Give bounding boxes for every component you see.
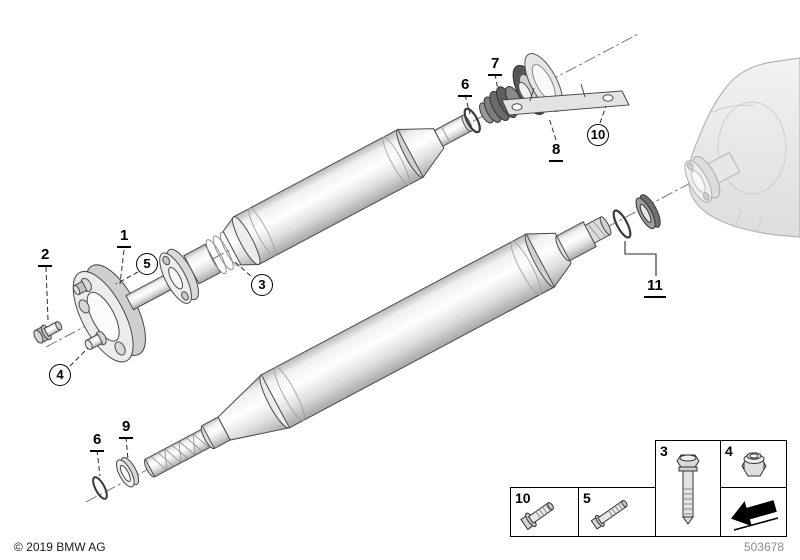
legend-cell-3[interactable]: 3 [655,440,721,537]
legend-cell-4[interactable]: 4 [720,440,787,488]
center-bearing-bracket [501,83,630,116]
callout-9[interactable]: 9 [119,418,134,439]
bearing-ring-differential [635,194,661,230]
legend-label-5: 5 [583,490,591,506]
callout-1[interactable]: 1 [117,227,132,248]
legend-label-4: 4 [725,443,733,459]
hex-bolt-icon [590,500,628,530]
legend-cell-5[interactable]: 5 [578,487,656,537]
legend-label-3: 3 [660,443,668,459]
rear-shaft-section [143,216,612,478]
hex-flange-bolt-icon [519,502,554,531]
copyright-text: © 2019 BMW AG [14,540,106,554]
callout-2[interactable]: 2 [38,246,53,267]
callout-8[interactable]: 8 [549,141,564,162]
callout-11-bracket [624,241,657,276]
legend-label-10: 10 [515,490,531,506]
callout-4[interactable]: 4 [49,364,71,386]
callout-7[interactable]: 7 [488,55,503,76]
callout-3[interactable]: 3 [251,274,273,296]
lock-ring-rear [92,476,108,500]
differential-input-flange [684,151,741,203]
installation-direction-arrow-icon [730,500,778,531]
hex-bolt-long-icon [676,454,700,525]
callout-10[interactable]: 10 [587,124,609,146]
flex-disc-bolt [33,321,63,344]
legend-cell-direction[interactable] [720,487,787,537]
fastener-legend: 10 5 [510,440,787,537]
callout-5[interactable]: 5 [136,253,158,275]
callout-6-top[interactable]: 6 [458,76,473,97]
self-locking-nut-icon [740,452,767,477]
front-shaft-section [72,53,564,363]
lock-ring-differential [612,209,632,239]
leader-lines [45,73,607,477]
legend-cell-10[interactable]: 10 [510,487,579,537]
seal-ring [116,457,140,488]
lock-ring-front [463,107,481,134]
diagram-number: 503678 [743,540,784,554]
spline-hatching [150,433,210,471]
flex-disc [72,264,146,363]
rear-differential-housing [684,57,800,238]
callout-11[interactable]: 11 [644,277,666,298]
callout-6-bottom[interactable]: 6 [90,431,105,452]
